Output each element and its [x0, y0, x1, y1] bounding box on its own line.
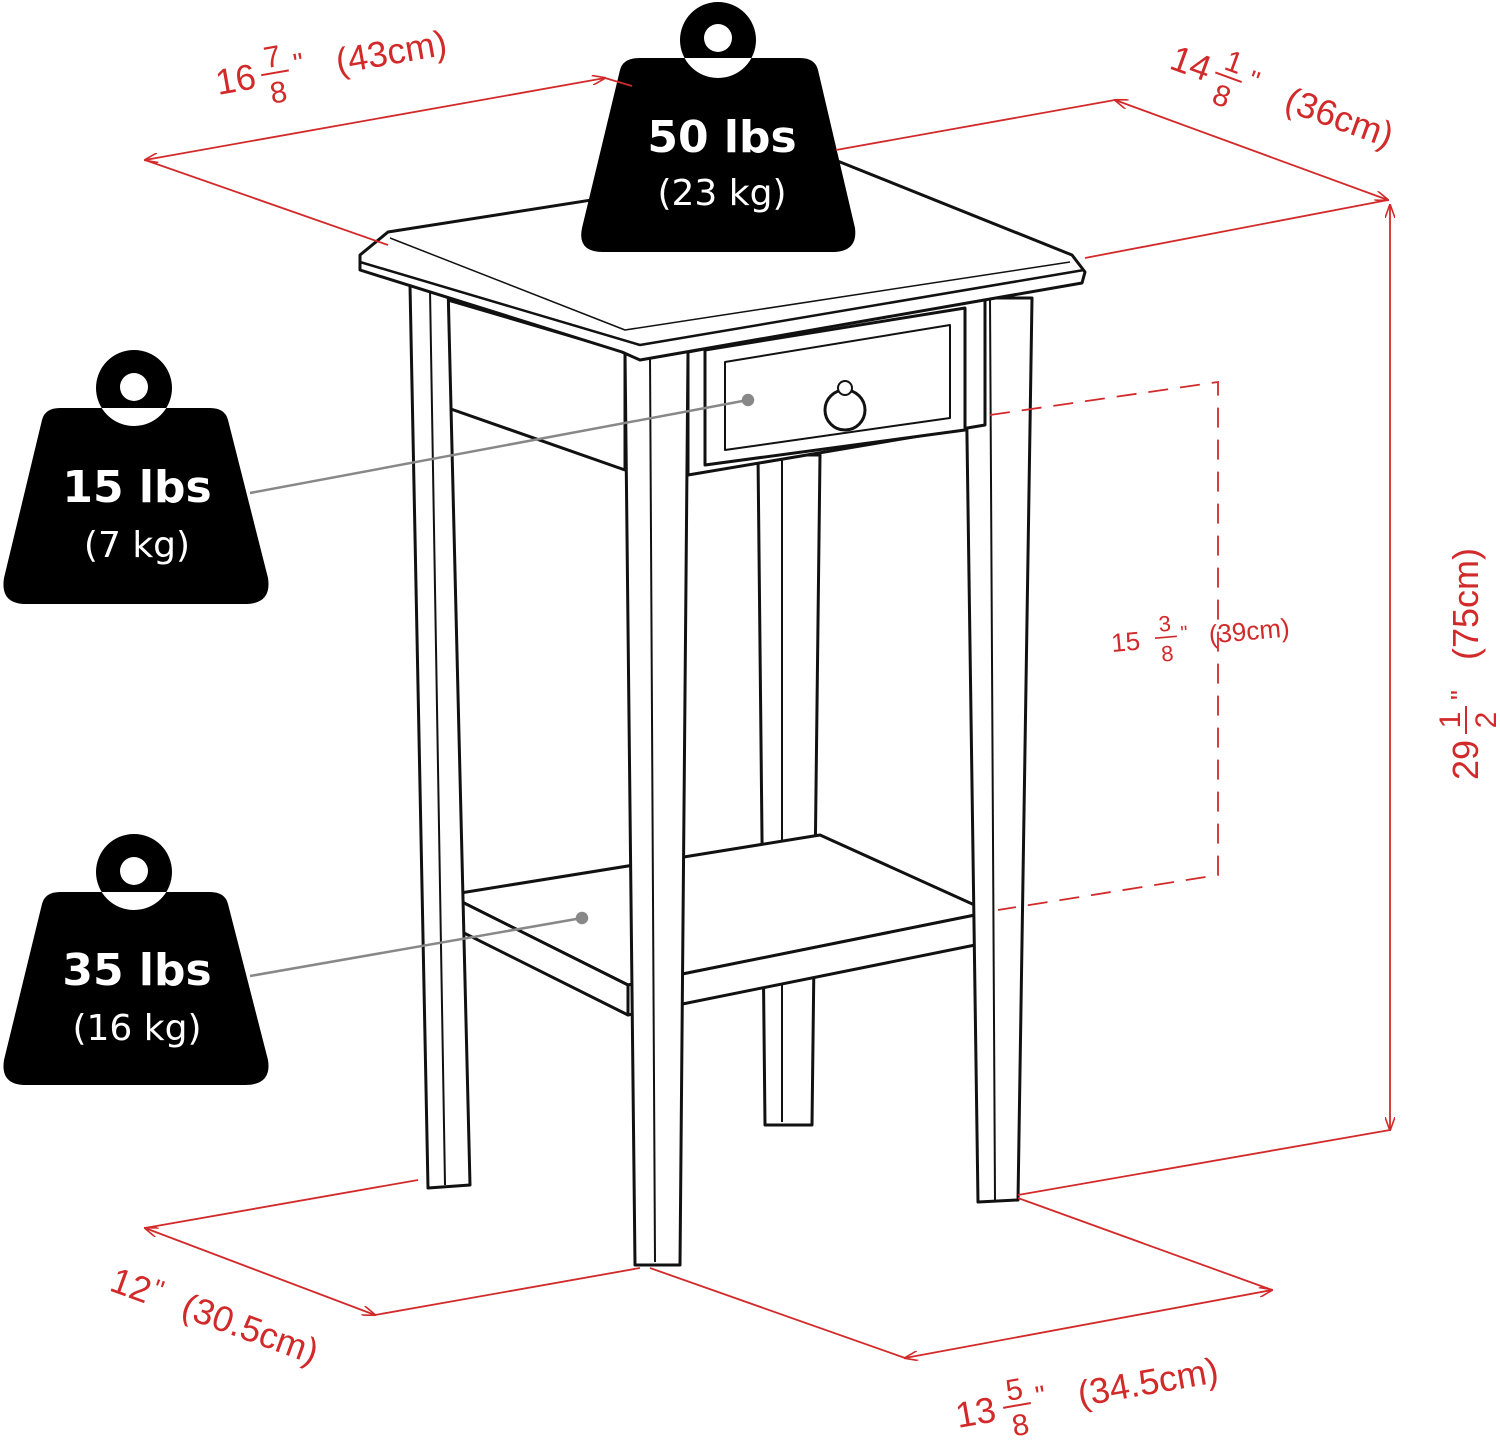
weight-icon [3, 350, 269, 604]
weight-top-lbs: 50 lbs [647, 112, 796, 163]
dim-base-depth-whole: 12 [105, 1259, 157, 1311]
back-right-leg [756, 453, 822, 1127]
weight-drawer-kg: (7 kg) [84, 525, 190, 566]
dim-top-width-metric: (43cm) [332, 22, 449, 82]
dim-height: 29 1 2 " (75cm) [1434, 548, 1500, 780]
dim-height-metric: (75cm) [1445, 548, 1486, 660]
dim-inner-height-num: 3 [1158, 611, 1172, 637]
weight-pointers [249, 393, 755, 978]
dim-top-width: 16 7 8 " (43cm) [212, 22, 450, 111]
weight-shelf-kg: (16 kg) [72, 1008, 201, 1049]
dim-inner-height-whole: 15 [1110, 626, 1141, 658]
weight-shelf-lbs: 35 lbs [62, 945, 211, 996]
dim-top-depth: 14 1 8 " (36cm) [1165, 37, 1399, 156]
weight-badge-drawer: 15 lbs (7 kg) [3, 350, 269, 604]
end-table-illustration [358, 158, 1087, 1267]
dim-base-width-den: 8 [1009, 1408, 1031, 1443]
dim-base-width-whole: 13 [952, 1389, 999, 1436]
dim-height-whole: 29 [1445, 740, 1486, 780]
dim-height-num: 1 [1434, 712, 1467, 729]
back-left-leg [408, 283, 472, 1190]
dimension-lines [145, 78, 1390, 1358]
dim-inner-height: 15 3 8 " (39cm) [1110, 611, 1291, 667]
weight-badge-shelf: 35 lbs (16 kg) [3, 834, 269, 1085]
dim-inner-height-metric: (39cm) [1208, 612, 1291, 649]
weight-drawer-lbs: 15 lbs [62, 462, 211, 513]
dim-inner-height-den: 8 [1160, 641, 1174, 667]
front-right-leg [963, 296, 1034, 1204]
dim-top-width-unit: " [291, 47, 306, 79]
dim-base-depth-metric: (30.5cm) [177, 1285, 324, 1372]
weight-top-kg: (23 kg) [657, 173, 786, 214]
dim-top-width-den: 8 [267, 75, 289, 110]
dim-top-depth-whole: 14 [1165, 37, 1217, 89]
dim-base-width-unit: " [1033, 1380, 1048, 1412]
dim-top-depth-den: 8 [1208, 78, 1235, 115]
weight-badge-top: 50 lbs (23 kg) [581, 2, 856, 252]
dim-height-den: 2 [1470, 712, 1500, 729]
dim-top-depth-metric: (36cm) [1280, 79, 1399, 156]
dim-base-depth: 12 " (30.5cm) [105, 1259, 324, 1372]
dim-base-width: 13 5 8 " (34.5cm) [952, 1349, 1221, 1443]
dim-top-width-num: 7 [261, 40, 283, 75]
front-left-leg [623, 350, 690, 1267]
dim-height-unit: " [1445, 690, 1476, 700]
dim-top-width-whole: 16 [212, 56, 259, 103]
dim-inner-height-unit: " [1180, 622, 1189, 645]
weight-icon [3, 834, 269, 1085]
dim-base-width-metric: (34.5cm) [1074, 1349, 1221, 1414]
weight-icon [581, 2, 856, 252]
dim-base-width-num: 5 [1003, 1372, 1025, 1407]
dim-top-depth-unit: " [1244, 64, 1264, 97]
